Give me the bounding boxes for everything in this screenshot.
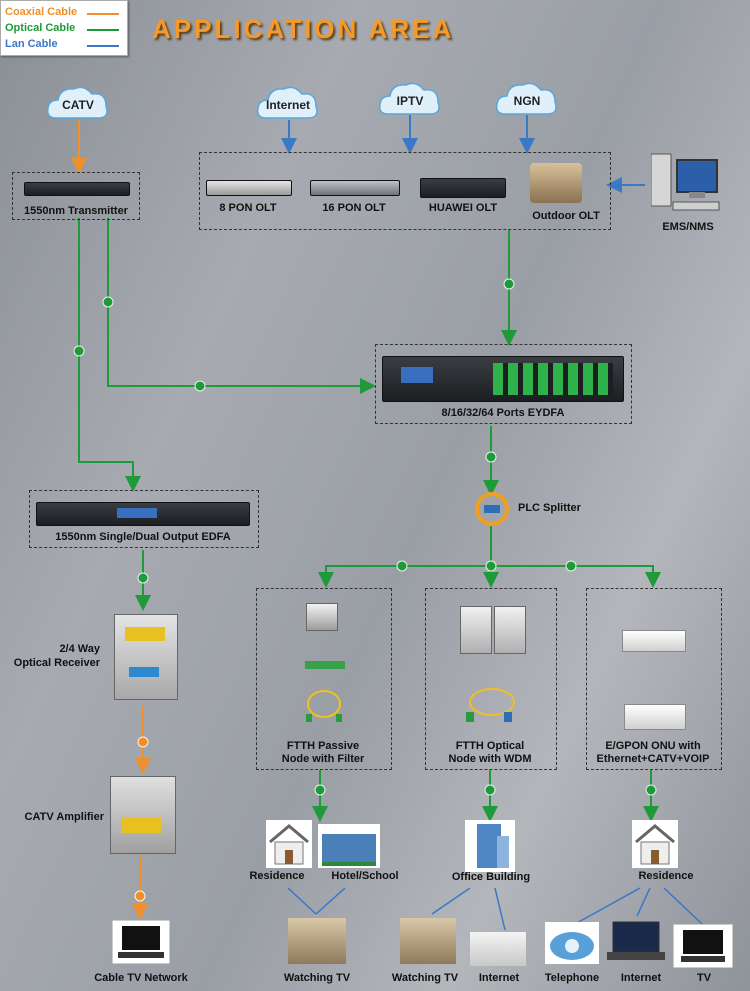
cloud-ngn: NGN <box>495 80 559 116</box>
splitter-icon <box>475 492 509 526</box>
tv-label: TV <box>696 972 712 984</box>
computer-icon <box>651 152 721 214</box>
huawei-olt-label: HUAWEI OLT <box>428 202 498 214</box>
tv-set-icon <box>112 920 170 964</box>
optical-node-label-1: FTTH Optical <box>455 740 525 752</box>
onu-device-2 <box>624 704 686 730</box>
optical-node-device-2 <box>494 606 526 654</box>
legend-lan-line <box>87 45 119 47</box>
fiber-coil-icon <box>464 686 520 724</box>
passive-node-box <box>256 588 392 770</box>
cloud-iptv-label: IPTV <box>396 94 424 108</box>
receiver-label-1: 2/4 Way <box>59 643 100 655</box>
cloud-icon <box>256 86 318 119</box>
tv-icon <box>673 924 733 968</box>
watch-2-label: Watching TV <box>391 972 459 984</box>
legend-optical-label: Optical Cable <box>5 22 76 34</box>
optical-node-label-2: Node with WDM <box>448 753 532 765</box>
fiber-patch-icon <box>304 688 344 724</box>
cloud-icon <box>495 82 557 115</box>
cloud-internet-label: Internet <box>265 98 310 112</box>
telephone-label: Telephone <box>544 972 600 984</box>
cloud-internet: Internet <box>256 84 320 120</box>
optical-node-box <box>425 588 557 770</box>
residence-2-label: Residence <box>638 870 694 882</box>
outdoor-olt-device <box>530 163 582 203</box>
eydfa-device <box>382 356 624 402</box>
cloud-catv-label: CATV <box>62 98 94 112</box>
onu-label-2: Ethernet+CATV+VOIP <box>596 753 710 765</box>
edfa-label: 1550nm Single/Dual Output EDFA <box>55 531 231 543</box>
residence-1-label: Residence <box>249 870 305 882</box>
legend-optical-line <box>87 29 119 31</box>
legend: Coaxial Cable Optical Cable Lan Cable <box>0 0 128 56</box>
page-title: APPLICATION AREA <box>152 14 455 44</box>
amplifier-device <box>110 776 176 854</box>
passive-node-label-1: FTTH Passive <box>286 740 360 752</box>
laptop-icon <box>607 920 665 966</box>
telephone-icon <box>545 922 599 964</box>
cloud-ngn-label: NGN <box>513 94 541 108</box>
legend-coaxial-line <box>87 13 119 15</box>
edfa-device <box>36 502 250 526</box>
ems-label: EMS/NMS <box>662 221 714 233</box>
splitter-label: PLC Splitter <box>518 502 581 514</box>
onu-label-1: E/GPON ONU with <box>605 740 701 752</box>
house-icon <box>632 820 678 868</box>
onu-box <box>586 588 722 770</box>
receiver-device <box>114 614 178 700</box>
transmitter-label: 1550nm Transmitter <box>24 205 128 217</box>
legend-lan-label: Lan Cable <box>5 38 58 50</box>
transmitter-box <box>12 172 140 220</box>
huawei-olt-device <box>420 178 506 198</box>
olt-group-box <box>199 152 611 230</box>
cloud-icon <box>378 82 440 115</box>
cloud-catv: CATV <box>46 84 110 120</box>
passive-node-label-2: Node with Filter <box>281 753 365 765</box>
olt16-label: 16 PON OLT <box>322 202 386 214</box>
watching-tv-image-2 <box>400 918 456 964</box>
legend-coaxial-label: Coaxial Cable <box>5 6 78 18</box>
outdoor-olt-label: Outdoor OLT <box>532 210 600 222</box>
amplifier-label: CATV Amplifier <box>24 811 104 823</box>
hotel-label: Hotel/School <box>331 870 399 882</box>
edfa-box <box>29 490 259 548</box>
cloud-icon <box>46 86 108 119</box>
receiver-label-2: Optical Receiver <box>13 657 100 669</box>
olt16-device <box>310 180 400 196</box>
office-building-icon <box>465 820 515 872</box>
watch-1-label: Watching TV <box>283 972 351 984</box>
olt8-label: 8 PON OLT <box>219 202 277 214</box>
house-icon <box>266 820 312 868</box>
internet-2-label: Internet <box>620 972 662 984</box>
hotel-icon <box>318 824 380 868</box>
optical-node-device-1 <box>460 606 492 654</box>
transmitter-device <box>24 182 130 196</box>
eydfa-label: 8/16/32/64 Ports EYDFA <box>441 407 565 419</box>
internet-1-label: Internet <box>478 972 520 984</box>
passive-node-device <box>306 603 338 631</box>
cloud-iptv: IPTV <box>378 80 442 116</box>
office-label: Office Building <box>451 871 531 883</box>
eydfa-box <box>375 344 632 424</box>
watching-tv-image-1 <box>288 918 346 964</box>
internet-user-image <box>470 932 526 966</box>
onu-device-1 <box>622 630 686 652</box>
filter-device <box>305 661 345 669</box>
olt8-device <box>206 180 292 196</box>
cable-tv-label: Cable TV Network <box>94 972 188 984</box>
